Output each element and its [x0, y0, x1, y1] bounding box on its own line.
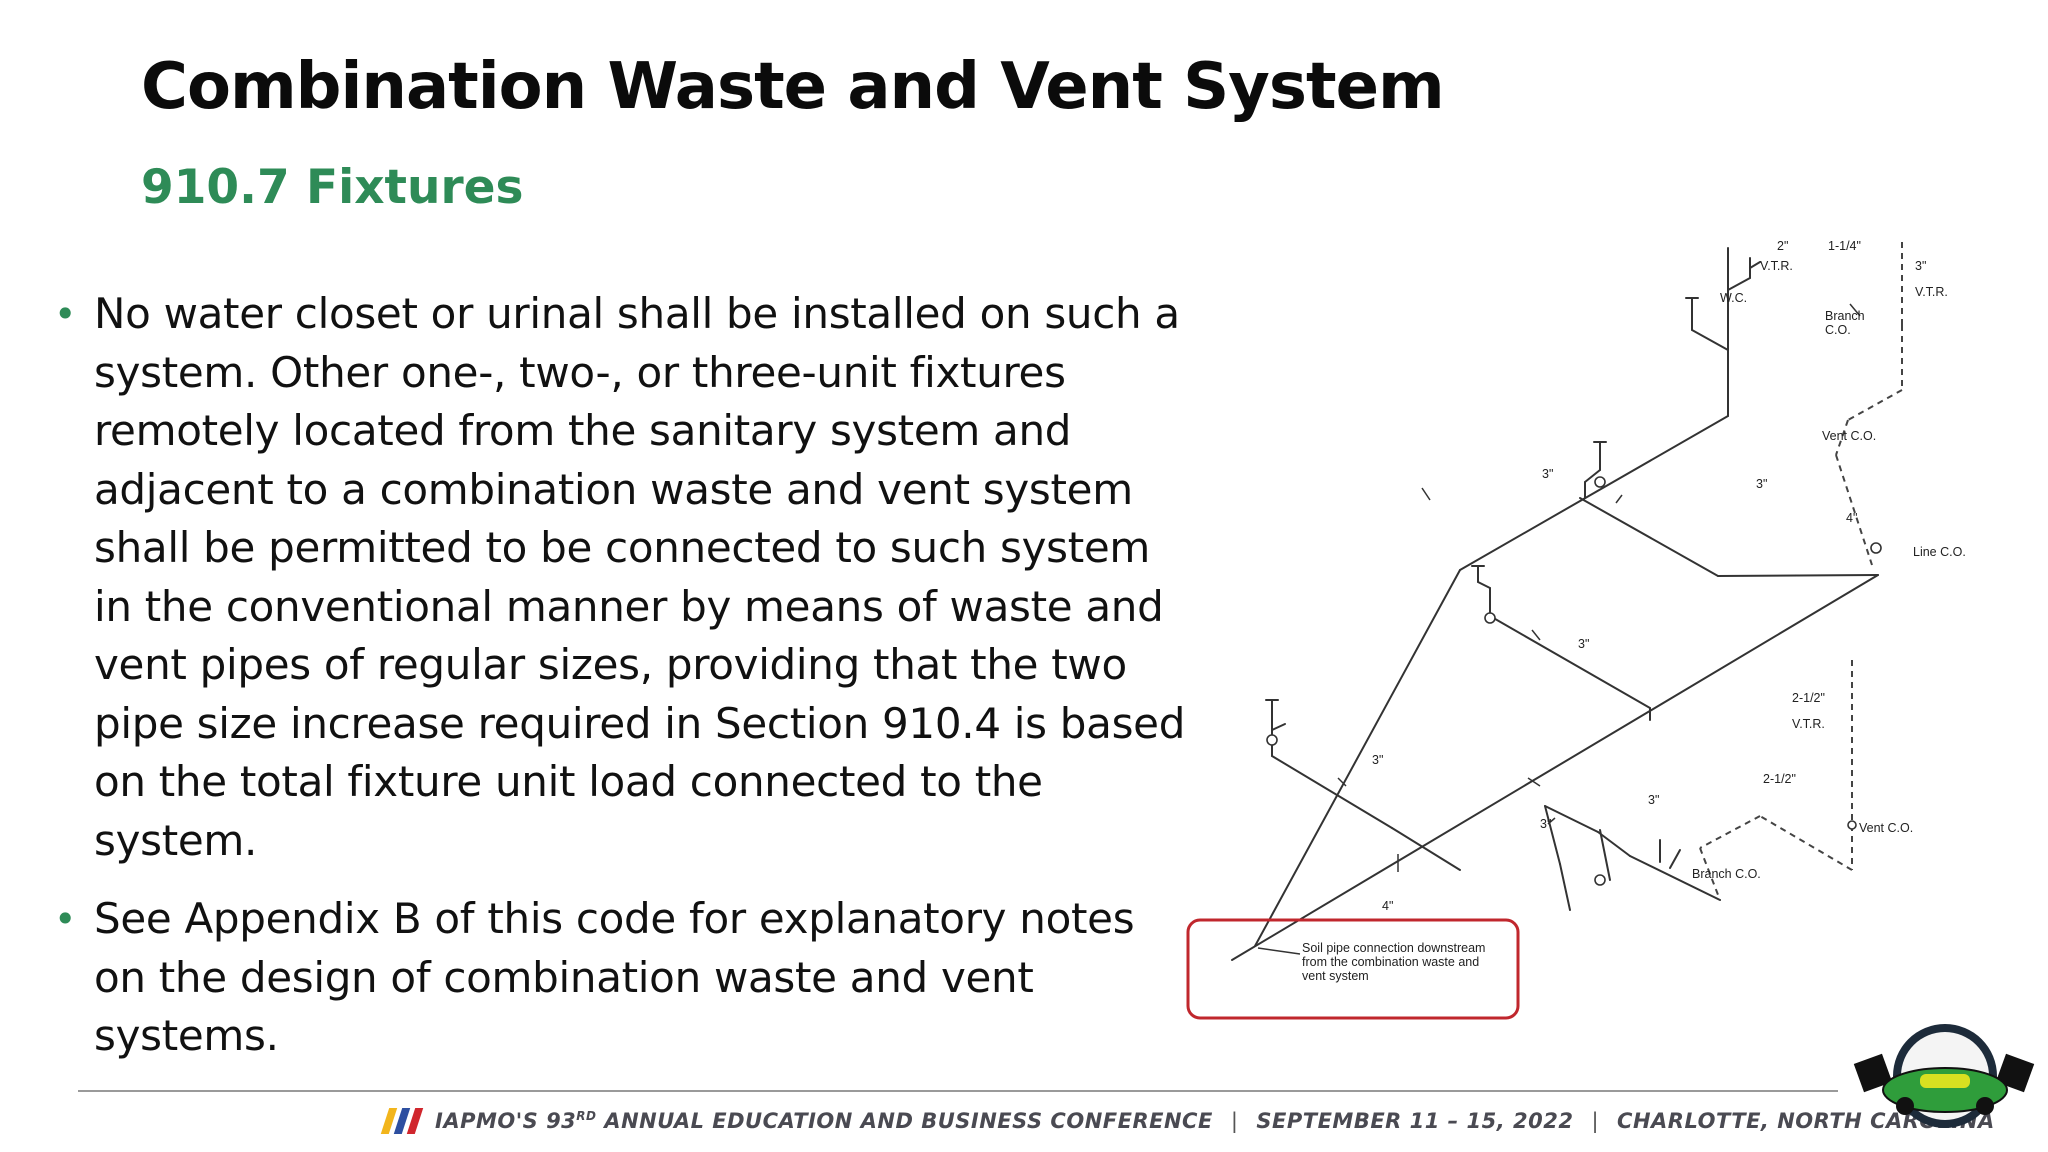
label-3in-vtr: 3" [1915, 259, 1926, 273]
footer-event: IAPMO'S 93RD ANNUAL EDUCATION AND BUSINE… [435, 1109, 1213, 1133]
conference-logo-icon [1853, 1024, 2035, 1128]
footer-rule [78, 1090, 1838, 1092]
label-3in-c: 3" [1578, 637, 1589, 651]
label-vent-co-lower: Vent C.O. [1859, 821, 1913, 835]
bullet-item: • No water closet or urinal shall be ins… [54, 285, 1194, 870]
callout-line-3: vent system [1302, 969, 1369, 983]
label-branch-co-bottom: Branch C.O. [1692, 867, 1761, 881]
slide-title: Combination Waste and Vent System [141, 50, 1445, 124]
label-3in-d: 3" [1372, 753, 1383, 767]
plumbing-isometric-diagram: 2" 1-1/4" V.T.R. 3" V.T.R. W.C. Branch C… [1186, 239, 1966, 1020]
conference-footer: IAPMO'S 93RD ANNUAL EDUCATION AND BUSINE… [380, 1104, 1995, 1138]
label-4in-a: 4" [1846, 511, 1857, 525]
callout-line-2: from the combination waste and [1302, 955, 1479, 969]
label-vent-co-upper: Vent C.O. [1822, 429, 1876, 443]
bullet-dot-icon: • [54, 292, 77, 336]
label-1-1-4in: 1-1/4" [1828, 239, 1861, 253]
label-wc: W.C. [1720, 291, 1747, 305]
main-drain-pipe [1231, 574, 1879, 961]
bullet-dot-icon: • [54, 897, 77, 941]
bullet-item: • See Appendix B of this code for explan… [54, 890, 1194, 1066]
label-vtr-right: V.T.R. [1915, 285, 1948, 299]
label-3in-f: 3" [1540, 817, 1551, 831]
label-2-1-2in-a: 2-1/2" [1792, 691, 1825, 705]
branch-pipe-left [1254, 569, 1461, 947]
label-2in: 2" [1777, 239, 1788, 253]
bullet-text: See Appendix B of this code for explanat… [94, 894, 1135, 1060]
footer-separator: | [1591, 1109, 1600, 1133]
label-3in-b: 3" [1756, 477, 1767, 491]
footer-separator: | [1230, 1109, 1239, 1133]
label-3in-e: 3" [1648, 793, 1659, 807]
footer-dates: SEPTEMBER 11 – 15, 2022 [1256, 1109, 1574, 1133]
callout-line-1: Soil pipe connection downstream [1302, 941, 1485, 955]
label-branch-co: Branch [1825, 309, 1865, 323]
label-2-1-2in-b: 2-1/2" [1763, 772, 1796, 786]
label-line-co: Line C.O. [1913, 545, 1966, 559]
label-3in-a: 3" [1542, 467, 1553, 481]
bullet-text: No water closet or urinal shall be insta… [94, 289, 1186, 865]
label-vtr-top: V.T.R. [1760, 259, 1793, 273]
stripes-icon [380, 1108, 424, 1134]
label-vtr-mid: V.T.R. [1792, 717, 1825, 731]
slide-subtitle: 910.7 Fixtures [141, 160, 524, 215]
bullet-list: • No water closet or urinal shall be ins… [54, 285, 1194, 1086]
callout-box [1186, 918, 1520, 1020]
label-branch-co-2: C.O. [1825, 323, 1851, 337]
label-4in-b: 4" [1382, 899, 1393, 913]
branch-pipe-upper [1459, 415, 1729, 571]
